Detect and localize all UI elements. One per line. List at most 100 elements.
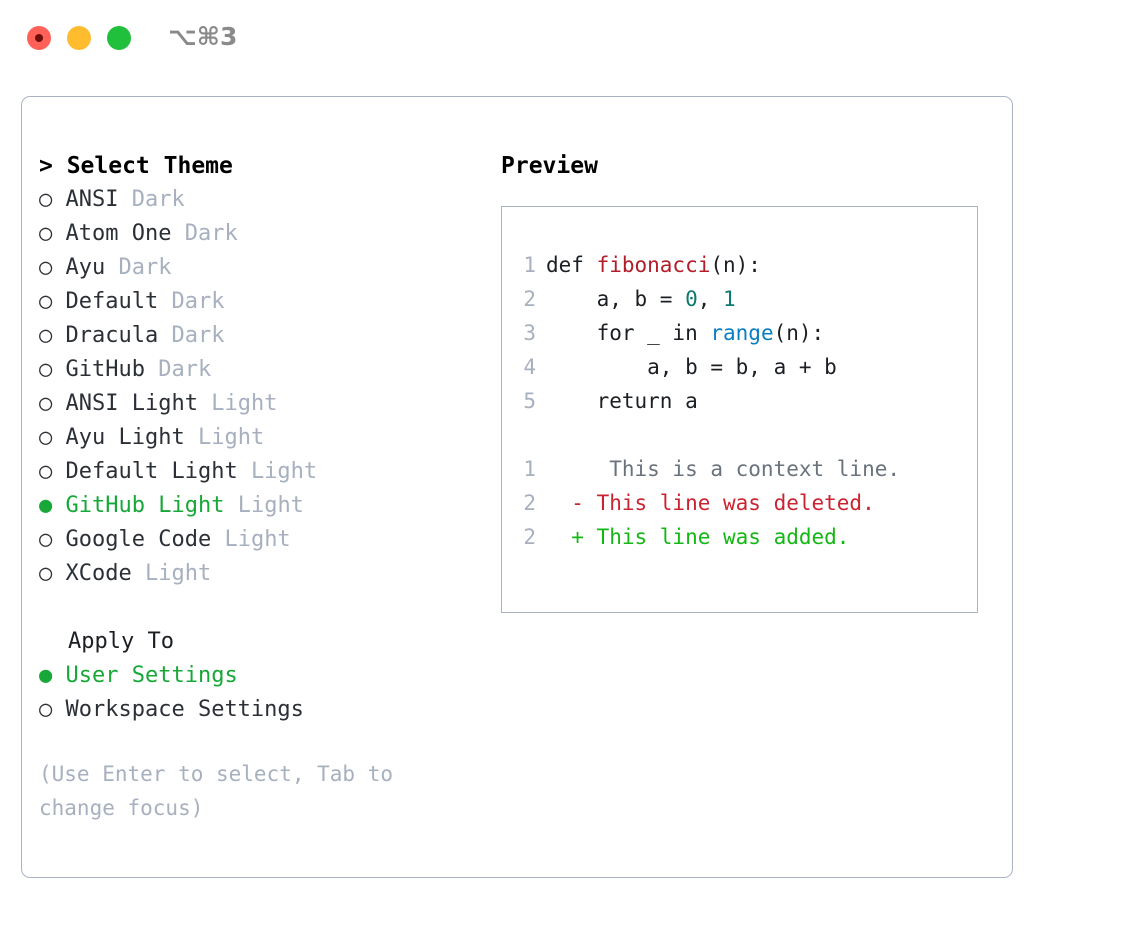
code-token: (n):: [710, 253, 761, 277]
line-number: 5: [523, 389, 536, 413]
theme-option[interactable]: ○ XCode Light: [39, 557, 479, 591]
code-line: 4 a, b = b, a + b: [518, 350, 971, 384]
code-token: a, b =: [546, 287, 686, 311]
title-bar: ⌥⌘3: [0, 0, 1140, 78]
minimize-button[interactable]: [67, 26, 91, 50]
radio-selected-icon: ●: [39, 493, 53, 518]
theme-option[interactable]: ○ Ayu Dark: [39, 251, 479, 285]
apply-to-option[interactable]: ○ Workspace Settings: [39, 693, 479, 727]
diff-line: 2 + This line was added.: [518, 520, 971, 554]
theme-option[interactable]: ○ Atom One Dark: [39, 217, 479, 251]
theme-option-tag: Dark: [171, 323, 225, 348]
theme-option-tag: Light: [237, 493, 304, 518]
line-number: 2: [523, 287, 536, 311]
code-token: def: [546, 253, 597, 277]
diff-block: 1 This is a context line.2 - This line w…: [518, 452, 971, 554]
theme-option-label: ANSI Light: [65, 391, 198, 416]
radio-unselected-icon: ○: [39, 289, 53, 314]
radio-selected-icon: ●: [39, 663, 53, 688]
theme-option-label: XCode: [65, 561, 132, 586]
maximize-button[interactable]: [107, 26, 131, 50]
line-number: 2: [523, 525, 536, 549]
code-token: 1: [723, 287, 736, 311]
select-theme-header: > Select Theme: [39, 153, 233, 179]
theme-option[interactable]: ● GitHub Light Light: [39, 489, 479, 523]
radio-unselected-icon: ○: [39, 527, 53, 552]
theme-option[interactable]: ○ Default Dark: [39, 285, 479, 319]
keyboard-shortcut-label: ⌥⌘3: [168, 22, 238, 51]
theme-option[interactable]: ○ Default Light Light: [39, 455, 479, 489]
line-number: 4: [523, 355, 536, 379]
radio-unselected-icon: ○: [39, 255, 53, 280]
code-token: 0: [685, 287, 698, 311]
code-line: 3 for _ in range(n):: [518, 316, 971, 350]
radio-unselected-icon: ○: [39, 357, 53, 382]
theme-option-tag: Light: [197, 425, 265, 450]
theme-option-label: ANSI: [65, 187, 119, 212]
code-token: for _ in: [546, 321, 711, 345]
line-number: 1: [523, 457, 536, 481]
main-panel: > Select Theme ○ ANSI Dark○ Atom One Dar…: [21, 96, 1013, 878]
diff-line: 2 - This line was deleted.: [518, 486, 971, 520]
radio-unselected-icon: ○: [39, 561, 53, 586]
apply-to-option-label: User Settings: [65, 663, 238, 688]
radio-unselected-icon: ○: [39, 391, 53, 416]
line-number: 2: [523, 491, 536, 515]
radio-unselected-icon: ○: [39, 697, 53, 722]
code-line: 1 def fibonacci(n):: [518, 248, 971, 282]
code-token: return a: [546, 389, 698, 413]
theme-option-tag: Dark: [118, 255, 172, 280]
theme-option[interactable]: ○ GitHub Dark: [39, 353, 479, 387]
theme-option[interactable]: ○ ANSI Dark: [39, 183, 479, 217]
theme-option-label: Atom One: [65, 221, 172, 246]
radio-unselected-icon: ○: [39, 425, 53, 450]
diff-line-text: - This line was deleted.: [546, 491, 875, 515]
theme-option-tag: Light: [250, 459, 318, 484]
theme-option-tag: Light: [211, 391, 278, 416]
theme-option[interactable]: ○ ANSI Light Light: [39, 387, 479, 421]
radio-unselected-icon: ○: [39, 221, 53, 246]
apply-to-header: Apply To: [68, 629, 174, 654]
keyboard-hint-text: (Use Enter to select, Tab to change focu…: [39, 762, 394, 820]
theme-option-label: GitHub: [65, 357, 145, 382]
code-line: 5 return a: [518, 384, 971, 418]
code-token: a, b = b, a + b: [546, 355, 837, 379]
apply-to-option[interactable]: ● User Settings: [39, 659, 479, 693]
theme-option-label: Default: [65, 289, 159, 314]
theme-option-tag: Light: [144, 561, 212, 586]
theme-option-tag: Dark: [131, 187, 185, 212]
diff-line: 1 This is a context line.: [518, 452, 971, 486]
preview-title: Preview: [501, 153, 598, 179]
list-spacer: [39, 591, 479, 625]
apply-to-option-label: Workspace Settings: [65, 697, 304, 722]
window-controls: [27, 26, 131, 50]
theme-option-label: GitHub Light: [65, 493, 225, 518]
diff-line-text: + This line was added.: [546, 525, 850, 549]
theme-picker-column: > Select Theme ○ ANSI Dark○ Atom One Dar…: [39, 149, 479, 825]
code-token: fibonacci: [596, 253, 711, 277]
apply-to-list: ● User Settings○ Workspace Settings: [39, 659, 479, 727]
code-token: ,: [697, 287, 724, 311]
theme-list: ○ ANSI Dark○ Atom One Dark○ Ayu Dark○ De…: [39, 183, 479, 591]
theme-option-tag: Light: [224, 527, 291, 552]
theme-option-tag: Dark: [158, 357, 212, 382]
theme-option-tag: Dark: [184, 221, 238, 246]
line-number: 3: [523, 321, 536, 345]
theme-option[interactable]: ○ Ayu Light Light: [39, 421, 479, 455]
theme-option-label: Ayu Light: [65, 425, 185, 450]
theme-option-label: Default Light: [65, 459, 238, 484]
code-line: 2 a, b = 0, 1: [518, 282, 971, 316]
theme-option-tag: Dark: [171, 289, 225, 314]
theme-option[interactable]: ○ Dracula Dark: [39, 319, 479, 353]
line-number: 1: [523, 253, 536, 277]
code-token: (n):: [773, 321, 825, 345]
radio-unselected-icon: ○: [39, 323, 53, 348]
radio-unselected-icon: ○: [39, 459, 53, 484]
theme-option[interactable]: ○ Google Code Light: [39, 523, 479, 557]
close-button[interactable]: [27, 26, 51, 50]
panel-columns: > Select Theme ○ ANSI Dark○ Atom One Dar…: [22, 97, 1012, 877]
